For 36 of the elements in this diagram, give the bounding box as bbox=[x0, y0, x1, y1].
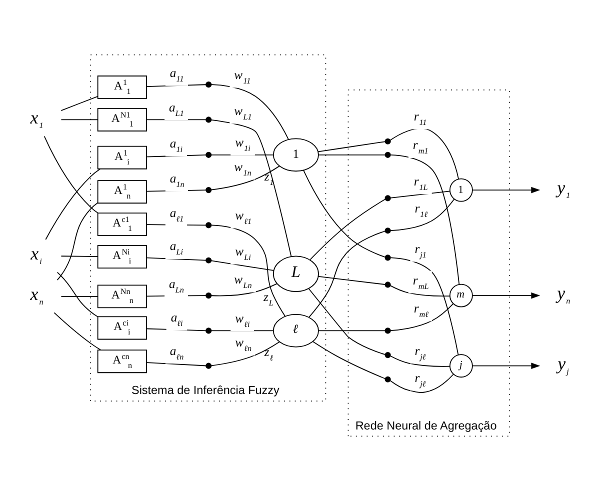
edge-label: a$_{ℓn}$ bbox=[170, 344, 184, 362]
edge-label: r$_{11}$ bbox=[414, 109, 427, 127]
node-text: x$_{1}$ bbox=[30, 107, 44, 130]
edge-label: r$_{1L}$ bbox=[414, 174, 428, 192]
node-text: x$_{i}$ bbox=[30, 243, 42, 266]
edge-label: a$_{ℓi}$ bbox=[170, 310, 183, 328]
edge-label: w$_{ℓn}$ bbox=[235, 336, 252, 354]
node-text: y$_{n}$ bbox=[557, 283, 570, 306]
edge-label: a$_{1n}$ bbox=[170, 172, 184, 190]
edge-label: w$_{ℓi}$ bbox=[235, 311, 250, 329]
edge-label: w$_{ℓ1}$ bbox=[235, 208, 252, 226]
edge-label: r$_{j1}$ bbox=[414, 242, 426, 260]
edge-label: r$_{jℓ}$ bbox=[414, 344, 426, 362]
node-label: z$_{L}$ bbox=[263, 290, 274, 308]
edge-label: r$_{m1}$ bbox=[412, 138, 428, 156]
edge-label: w$_{11}$ bbox=[234, 68, 251, 86]
edge-label: w$_{L1}$ bbox=[234, 104, 252, 122]
edge-label: r$_{1ℓ}$ bbox=[414, 201, 428, 219]
node-label: z$_{1}$ bbox=[264, 169, 274, 187]
edge-label: a$_{Ln}$ bbox=[169, 277, 184, 295]
edge-label: a$_{L1}$ bbox=[169, 100, 184, 118]
edge-label: r$_{mℓ}$ bbox=[414, 301, 428, 319]
node-text: y$_{1}$ bbox=[557, 178, 570, 200]
edge-label: a$_{1i}$ bbox=[170, 136, 183, 154]
edge-label: a$_{11}$ bbox=[170, 66, 184, 84]
node-text: x$_{n}$ bbox=[30, 284, 44, 307]
edge-label: r$_{mL}$ bbox=[412, 273, 429, 291]
node-label: z$_{ℓ}$ bbox=[264, 345, 274, 363]
edge-label: w$_{Li}$ bbox=[235, 244, 251, 262]
edge-label: a$_{Li}$ bbox=[170, 239, 184, 257]
edge-label: a$_{ℓ1}$ bbox=[170, 206, 184, 224]
edge-label: r$_{jℓ}$ bbox=[414, 370, 426, 388]
node-text: y$_{j}$ bbox=[558, 353, 569, 376]
edge-label: w$_{1i}$ bbox=[235, 136, 250, 154]
edge-label: w$_{Ln}$ bbox=[234, 272, 252, 290]
edge-label: w$_{1n}$ bbox=[234, 160, 252, 178]
